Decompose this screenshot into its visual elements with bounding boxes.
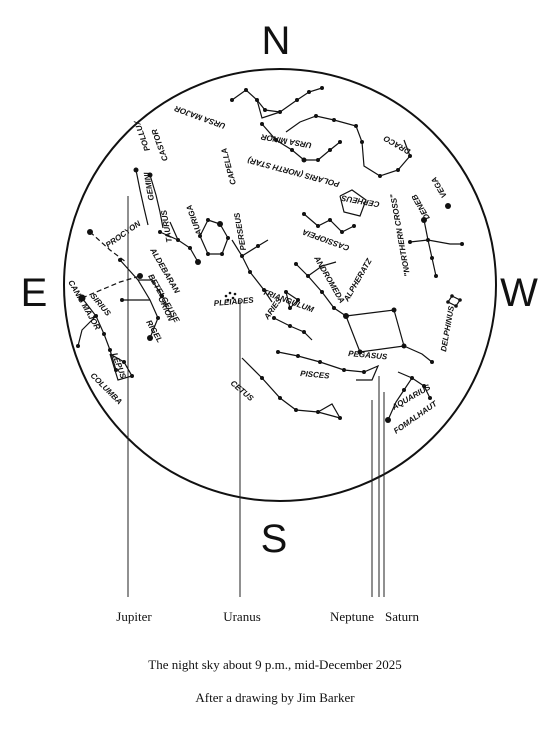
- star-fomalhaut: [385, 417, 391, 423]
- star-capella: [217, 221, 223, 227]
- label-pegasus: PEGASUS: [348, 349, 388, 361]
- map-caption-title: The night sky about 9 p.m., mid-December…: [148, 657, 402, 672]
- label-lepus: LEPUS: [110, 352, 128, 381]
- star-aldebaran: [195, 259, 201, 265]
- planet-label-jupiter: Jupiter: [116, 609, 152, 624]
- star-alpheratz: [343, 313, 349, 319]
- star-betelgeuse: [137, 273, 143, 279]
- stars: [76, 86, 464, 423]
- label-cetus: CETUS: [229, 379, 256, 404]
- label-castor: CASTOR: [150, 128, 170, 163]
- star-deneb: [421, 217, 427, 223]
- label-capella: CAPELLA: [219, 147, 238, 186]
- star-procyon: [87, 229, 93, 235]
- label-procyon: PROCYON: [104, 219, 142, 250]
- star-polaris: [301, 157, 307, 163]
- label-pisces: PISCES: [300, 369, 331, 381]
- label-deneb: DENEB: [410, 193, 432, 222]
- star-sirius: [78, 294, 86, 302]
- label-ursa-major: URSA MAJOR: [173, 104, 227, 131]
- label-auriga: AURIGA: [185, 203, 205, 237]
- planet-label-neptune: Neptune: [330, 609, 374, 624]
- star-pollux: [147, 172, 153, 178]
- label-ursa-minor: URSA MINOR: [260, 132, 312, 150]
- compass-east: E: [21, 271, 48, 315]
- label-draco: DRACO: [381, 133, 412, 156]
- label-vega: VEGA: [429, 175, 448, 199]
- compass-south: S: [261, 517, 288, 561]
- label-delphinus: DELPHINUS: [439, 305, 456, 353]
- compass-west: W: [500, 271, 538, 315]
- compass-north: N: [262, 19, 291, 63]
- planet-label-saturn: Saturn: [385, 609, 419, 624]
- star-castor: [133, 167, 139, 173]
- label-pleiades: PLEIADES: [213, 295, 254, 308]
- star-vega: [445, 203, 451, 209]
- planet-pointer-lines: [127, 196, 385, 597]
- label-pollux: POLLUX: [132, 118, 152, 152]
- horizon-circle: [63, 68, 497, 502]
- label-northern-cross: "NORTHERN CROSS": [389, 193, 412, 277]
- label-rigel: RIGEL: [144, 319, 164, 345]
- planet-label-uranus: Uranus: [223, 609, 261, 624]
- map-caption-credit: After a drawing by Jim Barker: [195, 690, 355, 705]
- label-alpheratz: ALPHERATZ: [341, 256, 374, 304]
- label-andromeda: ANDROMEDA: [312, 254, 347, 305]
- star-rigel: [147, 335, 153, 341]
- constellation-labels: URSA MAJOR URSA MINOR DRACO POLARIS (NOR…: [66, 104, 456, 436]
- label-polaris: POLARIS (NORTH STAR): [246, 155, 340, 188]
